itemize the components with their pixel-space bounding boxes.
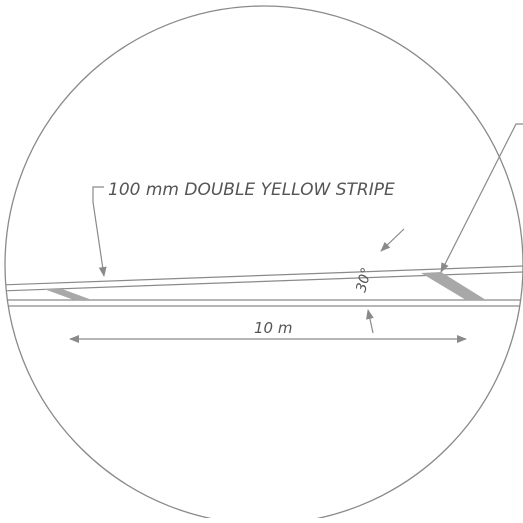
hatch-mark-right bbox=[421, 272, 486, 300]
stripe-callout-label: 100 mm DOUBLE YELLOW STRIPE bbox=[108, 180, 395, 200]
hatch-mark-left bbox=[44, 289, 92, 300]
angle-label: 30° bbox=[353, 266, 375, 294]
angle-arrow-top bbox=[380, 228, 405, 252]
angle-arrow-bottom bbox=[366, 309, 374, 334]
angled-stripe-line-1 bbox=[5, 265, 523, 286]
road-lines-group bbox=[5, 265, 523, 307]
detail-circle bbox=[4, 5, 523, 523]
hatch-callout-leader bbox=[440, 123, 523, 273]
stripe-callout-leader bbox=[92, 186, 107, 277]
dimension-label: 10 m bbox=[254, 319, 292, 337]
